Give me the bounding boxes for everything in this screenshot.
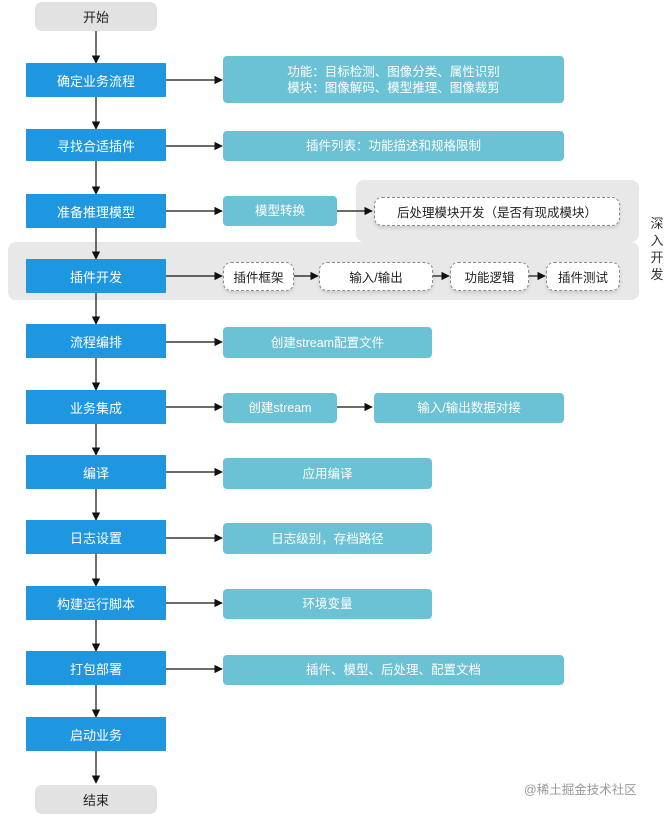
- note-model-convert: 模型转换: [223, 196, 337, 226]
- note-function-logic: 功能逻辑: [450, 262, 529, 291]
- end-node: 结束: [35, 785, 157, 814]
- watermark: @稀土掘金技术社区: [524, 783, 637, 797]
- note-business-functions-modules: 功能：目标检测、图像分类、属性识别 模块：图像解码、模型推理、图像裁剪: [223, 56, 564, 103]
- step-business-integration: 业务集成: [26, 390, 166, 424]
- note-app-compile: 应用编译: [223, 458, 432, 489]
- step-build-run-script: 构建运行脚本: [26, 586, 166, 620]
- note-io: 输入/输出: [319, 262, 433, 291]
- note-log-level-path: 日志级别，存档路径: [223, 523, 432, 554]
- step-compile: 编译: [26, 455, 166, 489]
- note-functions-line: 功能：目标检测、图像分类、属性识别: [287, 64, 500, 79]
- note-create-stream: 创建stream: [223, 393, 337, 423]
- deep-dev-label-char: 开: [650, 250, 664, 265]
- step-prepare-model: 准备推理模型: [26, 194, 166, 228]
- step-flow-orchestration: 流程编排: [26, 324, 166, 358]
- note-io-data-connection: 输入/输出数据对接: [374, 393, 564, 423]
- note-plugin-list: 插件列表：功能描述和规格限制: [223, 131, 564, 161]
- deep-dev-label: 深 入 开 发: [648, 215, 666, 283]
- step-log-settings: 日志设置: [26, 520, 166, 554]
- step-find-plugin: 寻找合适插件: [26, 129, 166, 161]
- note-env-vars: 环境变量: [223, 589, 432, 619]
- deep-dev-label-char: 入: [650, 233, 664, 248]
- step-define-business-flow: 确定业务流程: [26, 63, 166, 97]
- note-postprocess-dev: 后处理模块开发（是否有现成模块）: [374, 197, 620, 226]
- note-modules-line: 模块：图像解码、模型推理、图像裁剪: [287, 80, 500, 95]
- start-node: 开始: [35, 2, 157, 31]
- step-start-business: 启动业务: [26, 717, 166, 751]
- note-package-contents: 插件、模型、后处理、配置文档: [223, 655, 564, 685]
- step-plugin-dev: 插件开发: [26, 259, 166, 293]
- deep-dev-label-char: 深: [650, 216, 664, 231]
- note-plugin-framework: 插件框架: [223, 262, 294, 291]
- deep-dev-label-char: 发: [650, 267, 664, 282]
- note-create-stream-config: 创建stream配置文件: [223, 327, 432, 358]
- note-plugin-test: 插件测试: [546, 262, 620, 291]
- step-package-deploy: 打包部署: [26, 651, 166, 685]
